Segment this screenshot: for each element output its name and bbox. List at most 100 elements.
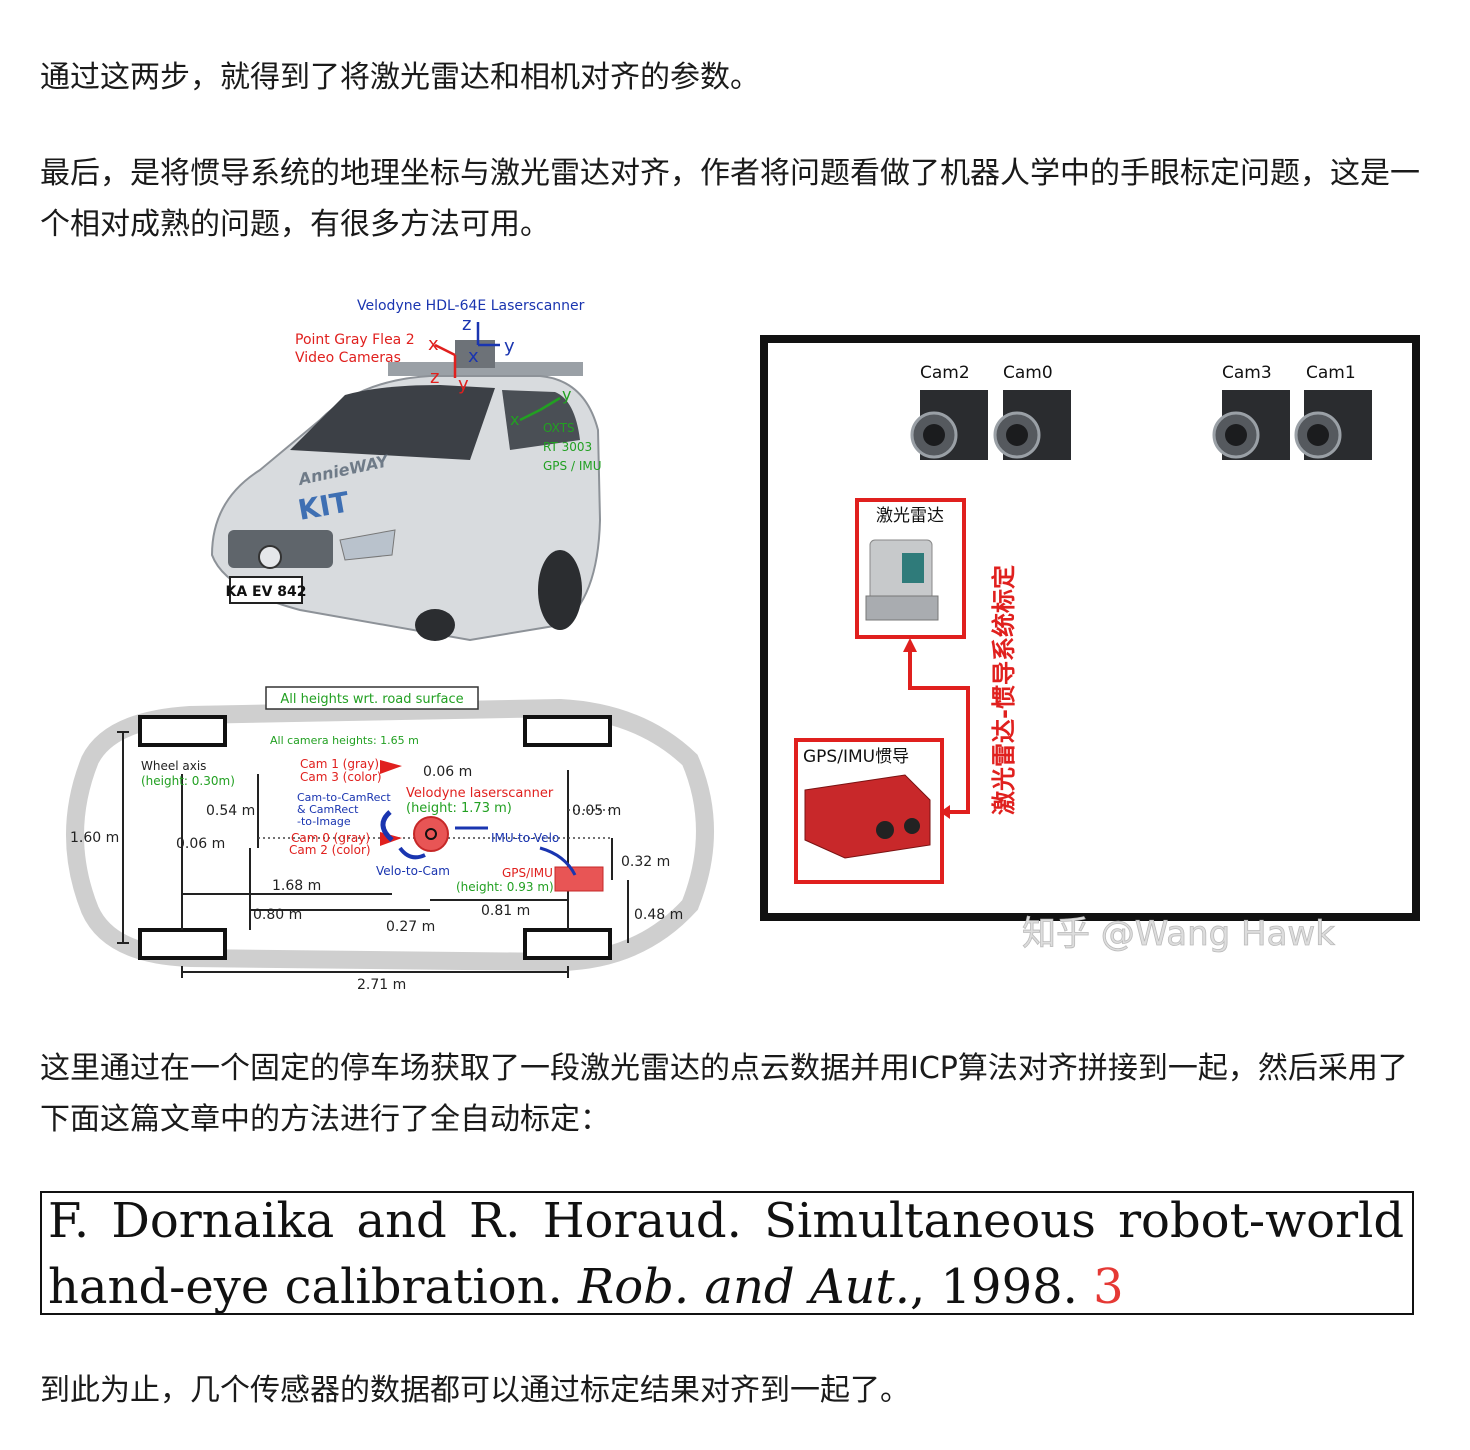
lidar-title: Velodyne HDL-64E Laserscanner — [357, 298, 585, 314]
dim-080: 0.80 m — [253, 907, 302, 923]
citation-title-tail: hand-eye calibration. — [48, 1259, 579, 1315]
camera-axis-x: x — [428, 334, 439, 355]
all-camera-heights: All camera heights: 1.65 m — [270, 734, 419, 747]
cam1-label: Cam 1 (gray) — [300, 757, 379, 771]
dim-054: 0.54 m — [206, 803, 255, 819]
sensor-layout-diagram: All heights wrt. road surface All camera… — [66, 686, 714, 993]
cam1-3-icon — [380, 760, 402, 774]
paragraph-4: 到此为止，几个传感器的数据都可以通过标定结果对齐到一起了。 — [40, 1373, 910, 1408]
cam0-title: Cam0 — [1003, 363, 1053, 383]
sensor-setup-figure: KA EV 842 KIT AnnieWAY Velodyne HDL-64E … — [66, 298, 1420, 993]
car-photo: KA EV 842 KIT AnnieWAY Velodyne HDL-64E … — [210, 298, 602, 642]
arrow-left-icon — [940, 805, 950, 819]
wheel-rear-left — [523, 715, 612, 747]
vertical-caption: 激光雷达-惯导系统标定 — [990, 565, 1018, 815]
gps-imu-label: GPS/IMU — [502, 866, 553, 880]
cam-rect-arrow-icon — [380, 810, 394, 842]
lidar-axes: z y x — [462, 314, 515, 367]
citation-line-2: hand-eye calibration. Rob. and Aut., 199… — [48, 1257, 1124, 1315]
velodyne-sensor-icon — [413, 816, 449, 852]
gps-imu-device-icon — [804, 774, 931, 859]
dim-048: 0.48 m — [634, 907, 683, 923]
diagram-header-box — [265, 686, 479, 710]
dim-081: 0.81 m — [481, 903, 530, 919]
velo-to-cam: Velo-to-Cam — [376, 864, 450, 878]
gps-label-line-2: RT 3003 — [543, 440, 592, 454]
gps-imu-box-label: GPS/IMU惯导 — [803, 747, 909, 767]
camera-axes: x z y — [428, 334, 469, 395]
paragraph-1: 通过这两步，就得到了将激光雷达和相机对齐的参数。 — [40, 60, 760, 95]
camera-icon — [1294, 390, 1372, 460]
dim-006-top: 0.06 m — [423, 764, 472, 780]
cam3-title: Cam3 — [1222, 363, 1272, 383]
gps-label-line-3: GPS / IMU — [543, 459, 602, 473]
car-grille — [228, 530, 333, 568]
citation-box: F. Dornaika and R. Horaud. Simultaneous … — [40, 1191, 1414, 1315]
velodyne-line-1: Velodyne laserscanner — [406, 786, 554, 801]
lidar-label: 激光雷达 — [876, 506, 944, 526]
car-headlight — [339, 529, 396, 561]
car-front-wheel — [415, 609, 455, 641]
gps-height: (height: 0.93 m) — [456, 880, 554, 894]
camera-title-line-1: Point Gray Flea 2 — [295, 332, 415, 348]
camera-icon — [910, 390, 988, 460]
citation-journal: Rob. and Aut. — [578, 1259, 910, 1315]
wheel-axis-line-1: Wheel axis — [141, 759, 206, 773]
diagram-header: All heights wrt. road surface — [280, 692, 463, 707]
citation-year: , 1998. — [909, 1259, 1094, 1315]
cam0-label: Cam 0 (gray) — [291, 831, 370, 845]
gps-imu-sensor-icon — [554, 866, 604, 892]
imu-arrow-icon — [539, 846, 577, 876]
dim-027: 0.27 m — [386, 919, 435, 935]
license-plate-text: KA EV 842 — [225, 584, 306, 600]
license-plate — [229, 576, 303, 604]
gps-axes: x y OXTS RT 3003 GPS / IMU — [510, 385, 602, 473]
gps-axis-x: x — [510, 410, 519, 429]
dim-271: 2.71 m — [357, 977, 406, 993]
citation-ref-number: 3 — [1093, 1259, 1124, 1315]
arrow-up-icon — [903, 638, 917, 652]
camrect-line-1: Cam-to-CamRect — [297, 791, 391, 804]
dim-006-left: 0.06 m — [176, 836, 225, 852]
lidar-device-icon — [865, 539, 939, 621]
car-windshield — [290, 385, 495, 460]
camrect-line-2: & CamRect — [297, 803, 359, 816]
paragraph-3: 这里通过在一个固定的停车场获取了一段激光雷达的点云数据并用ICP算法对齐拼接到一… — [40, 1051, 1408, 1137]
dim-032: 0.32 m — [621, 854, 670, 870]
car-rear-wheel — [538, 550, 582, 630]
car-outline — [66, 698, 714, 972]
wheel-axis-line-2: (height: 0.30m) — [141, 774, 235, 788]
vw-logo-icon — [258, 545, 282, 569]
dim-160: 1.60 m — [70, 830, 119, 846]
gps-label-line-1: OXTS — [543, 421, 575, 435]
camera-title-line-2: Video Cameras — [295, 350, 401, 366]
dim-005: 0.05 m — [572, 803, 621, 819]
imu-to-velo: IMU-to-Velo — [491, 831, 559, 845]
roof-rack — [388, 362, 583, 376]
cam3-label: Cam 3 (color) — [300, 770, 382, 784]
calibration-arrow — [908, 648, 970, 814]
camera-group: Cam2 Cam0 Cam3 Cam1 — [910, 363, 1372, 460]
wheel-front-right — [138, 928, 227, 960]
camrect-line-3: -to-Image — [297, 815, 351, 828]
cam1-title: Cam1 — [1306, 363, 1356, 383]
zhihu-watermark: 知乎 @Wang Hawk — [1022, 914, 1335, 954]
gps-axis-y: y — [562, 385, 571, 404]
citation-line-1: F. Dornaika and R. Horaud. Simultaneous … — [48, 1193, 1414, 1249]
velo-to-cam-arrow-icon — [398, 846, 426, 860]
camera-axis-z: z — [430, 367, 439, 388]
lidar-axis-x: x — [468, 346, 479, 367]
cam2-label: Cam 2 (color) — [289, 843, 371, 857]
paragraph-2: 最后，是将惯导系统的地理坐标与激光雷达对齐，作者将问题看做了机器人学中的手眼标定… — [40, 156, 1420, 242]
camera-icon — [993, 390, 1071, 460]
camera-axis-y: y — [458, 374, 469, 395]
camera-icon — [1212, 390, 1290, 460]
lidar-axis-z: z — [462, 314, 471, 335]
dimension-lines — [117, 731, 629, 978]
wheel-front-left — [138, 715, 227, 747]
lidar-axis-y: y — [504, 336, 515, 357]
wheel-rear-right — [523, 928, 612, 960]
velodyne-origin-icon — [425, 828, 437, 840]
calibration-panel: Cam2 Cam0 Cam3 Cam1 — [760, 335, 1420, 921]
cam2-title: Cam2 — [920, 363, 970, 383]
